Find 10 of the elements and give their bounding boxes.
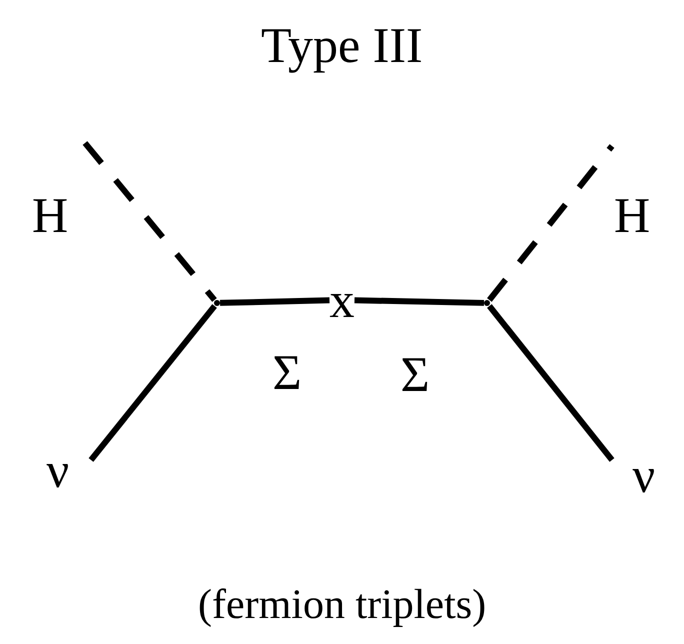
caption: (fermion triplets) bbox=[198, 584, 486, 626]
solid-line bbox=[354, 297, 484, 306]
solid-line bbox=[220, 297, 330, 306]
solid-line bbox=[88, 304, 217, 462]
dashed-line bbox=[82, 141, 217, 302]
mass-insertion-mark: x bbox=[330, 275, 354, 325]
vertex-dot bbox=[214, 300, 220, 306]
vertex-dot bbox=[484, 300, 490, 306]
dashed-line bbox=[487, 144, 614, 302]
solid-line bbox=[487, 304, 614, 462]
